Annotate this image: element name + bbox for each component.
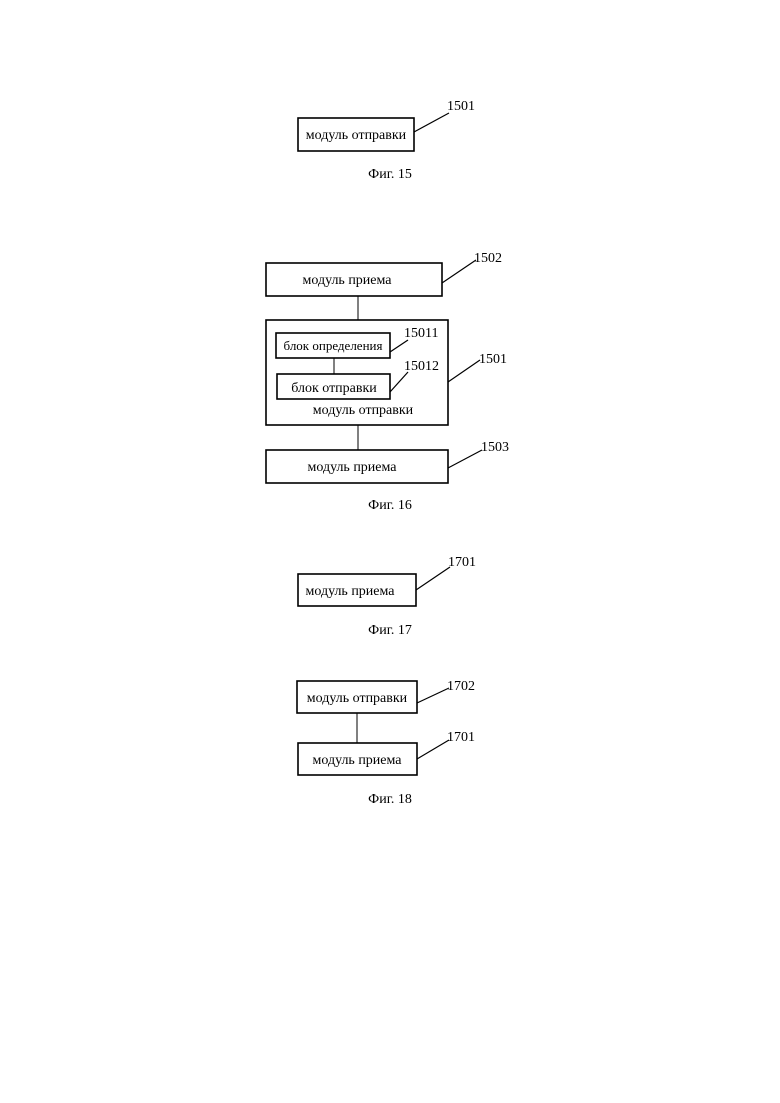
fig18-ref-leader-1702 xyxy=(417,688,449,703)
fig18-ref-number-1701: 1701 xyxy=(447,730,475,745)
figure-15: модуль отправки 1501 Фиг. 15 xyxy=(298,99,475,182)
figure-16: модуль приема 1502 блок определения 1501… xyxy=(266,251,509,513)
fig17-receive-module-label: модуль приема xyxy=(305,584,395,599)
fig18-ref-leader-1701 xyxy=(417,740,449,759)
fig16-ref-leader-1501 xyxy=(448,360,480,382)
fig18-caption: Фиг. 18 xyxy=(368,792,412,807)
fig18-receive-module-label: модуль приема xyxy=(312,753,402,768)
fig16-determination-block-label: блок определения xyxy=(284,338,383,353)
fig17-ref-number-1701: 1701 xyxy=(448,555,476,570)
fig16-send-module-label: модуль отправки xyxy=(313,403,414,418)
fig18-send-module-label: модуль отправки xyxy=(307,691,408,706)
fig16-ref-number-1503: 1503 xyxy=(481,440,509,455)
fig15-ref-number-1501: 1501 xyxy=(447,99,475,114)
fig16-ref-leader-1502 xyxy=(442,260,476,283)
fig15-send-module-label: модуль отправки xyxy=(306,128,407,143)
fig16-receive-module-bottom-label: модуль приема xyxy=(307,460,397,475)
fig17-caption: Фиг. 17 xyxy=(368,623,412,638)
fig16-send-block-label: блок отправки xyxy=(291,381,377,396)
fig16-ref-number-1502: 1502 xyxy=(474,251,502,266)
fig17-ref-leader-1701 xyxy=(416,567,450,590)
fig15-ref-leader-line xyxy=(414,113,449,132)
fig16-ref-number-1501: 1501 xyxy=(479,352,507,367)
fig16-ref-leader-1503 xyxy=(448,450,482,468)
figure-17: модуль приема 1701 Фиг. 17 xyxy=(298,555,476,638)
fig16-ref-number-15012: 15012 xyxy=(404,359,439,374)
fig16-ref-number-15011: 15011 xyxy=(404,326,438,341)
figure-18: модуль отправки 1702 модуль приема 1701 … xyxy=(297,679,475,807)
fig15-caption: Фиг. 15 xyxy=(368,167,412,182)
fig18-ref-number-1702: 1702 xyxy=(447,679,475,694)
fig16-caption: Фиг. 16 xyxy=(368,498,412,513)
fig16-receive-module-top-label: модуль приема xyxy=(302,273,392,288)
